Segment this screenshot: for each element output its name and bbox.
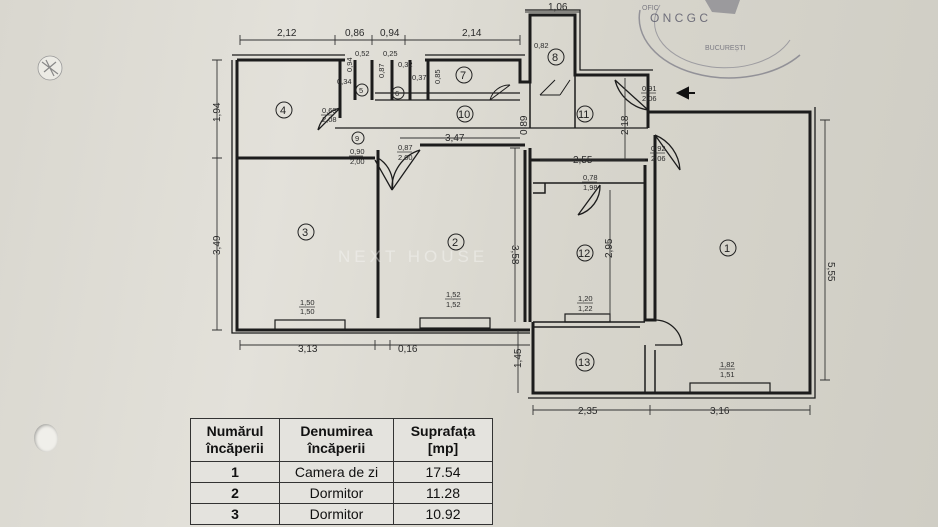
stamp-text-2: BUCUREȘTI bbox=[705, 45, 746, 52]
dim-inner-3-47: 3,47 bbox=[445, 133, 465, 144]
cell-area: 10.92 bbox=[393, 503, 493, 525]
window-3-height: 1,50 bbox=[300, 307, 315, 316]
entrance-arrow-icon bbox=[675, 86, 695, 100]
cell-area: 11.28 bbox=[393, 482, 493, 504]
door-entrance-height: 2,06 bbox=[642, 94, 657, 103]
dim-top-0-86: 0,86 bbox=[345, 28, 365, 39]
watermark-text: NEXT HOUSE bbox=[338, 247, 488, 266]
cell-number: 2 bbox=[190, 482, 280, 504]
dim-top-0-94: 0,94 bbox=[380, 28, 400, 39]
table-row: 1 Camera de zi 17.54 bbox=[190, 461, 493, 483]
punch-marks bbox=[37, 55, 63, 81]
dim-top-2-12: 2,12 bbox=[277, 28, 297, 39]
dim-bottom-0-16: 0,16 bbox=[398, 344, 418, 355]
punch-hole bbox=[34, 424, 58, 452]
dim-inner-2-55: 2,55 bbox=[573, 155, 593, 166]
door-4-width: 0,69 bbox=[322, 106, 337, 115]
header-room-area: Suprafața [mp] bbox=[393, 418, 493, 462]
door-1-height: 2,06 bbox=[651, 154, 666, 163]
dimension-lines bbox=[212, 11, 830, 415]
room-number-2: 2 bbox=[452, 237, 458, 249]
dim-w-0-32: 0,32 bbox=[398, 60, 413, 69]
dim-left-1-45: 1,45 bbox=[513, 348, 524, 368]
room-number-11: 11 bbox=[578, 109, 589, 121]
room-number-8: 8 bbox=[552, 52, 558, 64]
door-2-height: 2,00 bbox=[398, 153, 413, 162]
stamp-text-3: OFIC bbox=[642, 5, 659, 12]
door-12-height: 1,98 bbox=[583, 183, 598, 192]
table-header-row: Numărul încăperii Denumirea încăperii Su… bbox=[190, 418, 493, 462]
stamp-seal: O N C G C BUCUREȘTI OFIC bbox=[638, 0, 801, 79]
dim-top-2-14: 2,14 bbox=[462, 28, 482, 39]
dim-inner-2-95: 2,95 bbox=[604, 238, 615, 258]
room-number-10: 10 bbox=[458, 109, 470, 121]
door-entrance-width: 0,91 bbox=[642, 84, 657, 93]
door-1-width: 0,92 bbox=[651, 144, 666, 153]
dim-bottom-3-13: 3,13 bbox=[298, 344, 318, 355]
dim-w-0-82: 0,82 bbox=[534, 41, 549, 50]
room-markers bbox=[275, 48, 737, 372]
dim-left-3-49: 3,49 bbox=[212, 235, 223, 255]
cell-name: Dormitor bbox=[279, 482, 394, 504]
room-number-4: 4 bbox=[280, 105, 286, 117]
dim-w-0-52: 0,52 bbox=[355, 49, 370, 58]
rooms-table: Numărul încăperii Denumirea încăperii Su… bbox=[190, 418, 493, 525]
window-12-width: 1,20 bbox=[578, 294, 593, 303]
dim-inner-2-18: 2,18 bbox=[620, 115, 631, 135]
door-2-width: 0,87 bbox=[398, 143, 413, 152]
cell-name: Dormitor bbox=[279, 503, 394, 525]
dim-inner-3-58: 3,58 bbox=[509, 245, 520, 265]
dim-w-0-34: 0,34 bbox=[337, 77, 352, 86]
cell-number: 3 bbox=[190, 503, 280, 525]
room-number-3: 3 bbox=[302, 227, 308, 239]
dim-bottom-2-35: 2,35 bbox=[578, 406, 598, 417]
room-number-6: 6 bbox=[395, 89, 399, 98]
door-12-width: 0,78 bbox=[583, 173, 598, 182]
room-number-12: 12 bbox=[578, 248, 590, 260]
dim-w-0-87: 0,87 bbox=[377, 63, 386, 78]
window-1-height: 1,51 bbox=[720, 370, 735, 379]
table-row: 2 Dormitor 11.28 bbox=[190, 482, 493, 504]
window-12-height: 1,22 bbox=[578, 304, 593, 313]
room-number-9: 9 bbox=[355, 134, 359, 143]
window-3-width: 1,50 bbox=[300, 298, 315, 307]
dim-bottom-3-16: 3,16 bbox=[710, 406, 730, 417]
stamp-text-1: O N C G C bbox=[650, 11, 708, 25]
cell-number: 1 bbox=[190, 461, 280, 483]
window-labels: 1,50 1,50 1,52 1,52 1,20 1,22 1,82 1,51 bbox=[299, 290, 735, 379]
dim-w-0-25: 0,25 bbox=[383, 49, 398, 58]
room-number-13: 13 bbox=[578, 357, 590, 369]
door-9-height: 2,00 bbox=[350, 157, 365, 166]
cell-area: 17.54 bbox=[393, 461, 493, 483]
room-number-1: 1 bbox=[724, 243, 730, 255]
dim-w-0-85: 0,85 bbox=[433, 69, 442, 84]
room-number-5: 5 bbox=[359, 86, 363, 95]
cell-name: Camera de zi bbox=[279, 461, 394, 483]
doors bbox=[317, 79, 683, 346]
dim-w-0-94: 0,94 bbox=[345, 57, 354, 72]
window-1-width: 1,82 bbox=[720, 360, 735, 369]
dim-left-1-94: 1,94 bbox=[212, 102, 223, 122]
header-room-name: Denumirea încăperii bbox=[279, 418, 394, 462]
window-2-width: 1,52 bbox=[446, 290, 461, 299]
dim-top-1-06: 1,06 bbox=[548, 2, 568, 13]
table-row: 3 Dormitor 10.92 bbox=[190, 503, 493, 525]
dim-inner-0-89: 0,89 bbox=[519, 115, 530, 135]
header-room-number: Numărul încăperii bbox=[190, 418, 280, 462]
dim-right-5-55: 5,55 bbox=[825, 262, 836, 282]
window-2-height: 1,52 bbox=[446, 300, 461, 309]
door-9-width: 0,90 bbox=[350, 147, 365, 156]
door-labels: 0,69 2,08 0,90 2,00 0,87 2,00 0,78 1,98 … bbox=[321, 84, 666, 192]
dim-w-0-37: 0,37 bbox=[412, 73, 427, 82]
room-number-7: 7 bbox=[460, 70, 466, 82]
door-4-height: 2,08 bbox=[322, 115, 337, 124]
